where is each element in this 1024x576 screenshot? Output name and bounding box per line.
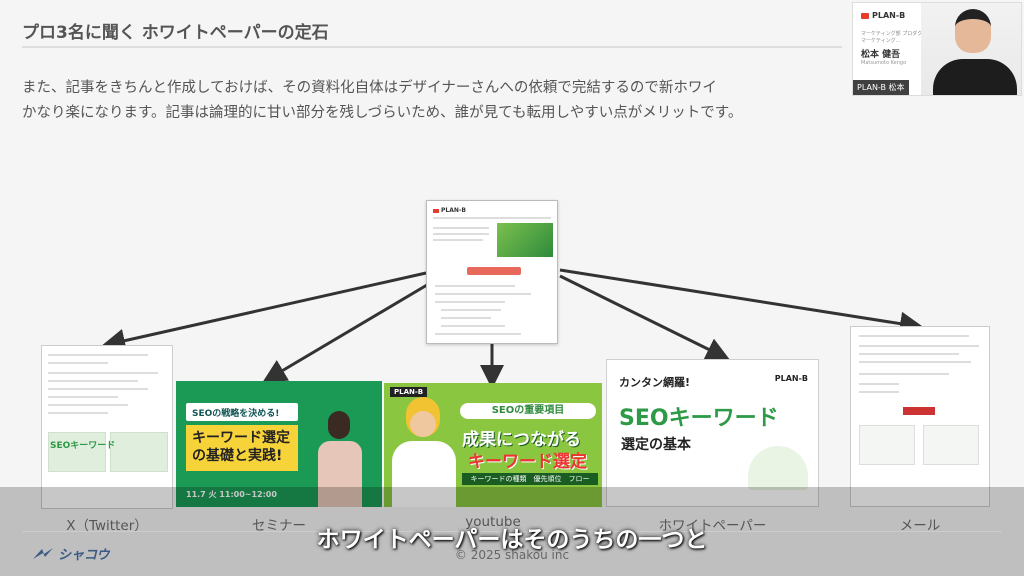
article-image	[497, 223, 553, 257]
youtube-presenter	[392, 397, 456, 507]
title-rule	[22, 46, 842, 48]
body-line-1: また、記事をきちんと作成しておけば、その資料化自体はデザイナーさんへの依頼で完結…	[22, 80, 717, 96]
doc-line	[433, 239, 483, 241]
youtube-title-1: 成果につながる	[462, 430, 581, 450]
post-thumbnail	[48, 432, 106, 472]
doc-line	[435, 333, 521, 335]
doc-line	[441, 309, 501, 311]
youtube-logo: PLAN-B	[390, 387, 428, 397]
arrow-to-twitter	[101, 271, 427, 353]
center-logo: PLAN-B	[433, 207, 466, 214]
speaker-name-en: Matsumoto Kengo	[861, 60, 907, 66]
body-line-2: かなり楽になります。記事は論理的に甘い部分を残しづらいため、誰が見ても転用しやす…	[22, 105, 743, 121]
footer-copyright: © 2025 shakou inc	[454, 548, 570, 562]
twitter-post-card: SEOキーワード	[41, 345, 173, 509]
center-logo-text: PLAN-B	[441, 207, 466, 214]
footer-logo-text: シャコウ	[58, 548, 110, 563]
post-line	[48, 354, 148, 356]
doc-line	[435, 285, 515, 287]
presenter-body	[392, 441, 456, 507]
post-line	[48, 412, 108, 414]
slide-body: また、記事をきちんと作成しておけば、その資料化自体はデザイナーさんへの依頼で完結…	[22, 76, 862, 126]
youtube-thumbnail: PLAN-B SEOの重要項目 成果につながる キーワード選定 キーワードの種類…	[384, 383, 602, 507]
label-whitepaper: ホワイトペーパー	[658, 518, 767, 534]
youtube-tag: SEOの重要項目	[460, 403, 596, 419]
doc-line	[433, 227, 489, 229]
speaker-logo-text: PLAN-B	[872, 11, 906, 20]
mail-line	[859, 353, 959, 355]
seminar-banner: SEOの戦略を決める! キーワード選定の基礎と実践! 11.7 火 11:00~…	[176, 381, 382, 507]
article-cta-button	[467, 267, 521, 275]
presenter-head	[328, 411, 350, 439]
mail-cta-button	[903, 407, 935, 415]
mail-thumbnail	[923, 425, 979, 465]
mail-line	[859, 345, 979, 347]
mail-newsletter-card	[850, 326, 990, 507]
speaker-logo: PLAN-B	[861, 11, 905, 20]
label-youtube: youtube	[465, 514, 521, 530]
youtube-title-2: キーワード選定	[468, 452, 587, 472]
doc-line	[441, 317, 491, 319]
doc-line	[433, 233, 489, 235]
seminar-presenter	[314, 411, 364, 507]
post-thumbnail	[110, 432, 168, 472]
mail-line	[859, 383, 899, 385]
footer-rule	[22, 531, 1002, 532]
post-line	[48, 372, 158, 374]
doc-line	[435, 301, 505, 303]
plan-b-logo-icon	[861, 12, 869, 19]
mail-thumbnail	[859, 425, 915, 465]
post-line	[48, 388, 148, 390]
presenter-body	[318, 441, 362, 507]
arrow-to-mail	[559, 268, 924, 336]
mail-line	[859, 391, 899, 393]
arrow-to-whitepaper	[559, 274, 731, 361]
label-twitter: X（Twitter）	[66, 518, 148, 534]
post-line	[48, 380, 138, 382]
mail-line	[859, 361, 971, 363]
presenter-face	[410, 411, 436, 437]
seminar-badge: SEOの戦略を決める!	[186, 403, 298, 421]
twitter-seo-text: SEOキーワード	[50, 441, 116, 451]
whitepaper-kicker: カンタン網羅!	[619, 376, 691, 389]
seminar-date: 11.7 火 11:00~12:00	[186, 490, 277, 499]
whitepaper-cover: カンタン網羅! PLAN-B SEOキーワード 選定の基本	[606, 359, 819, 507]
post-line	[48, 404, 128, 406]
doc-line	[435, 293, 531, 295]
speaker-role: マーケティング部 プロダクトマーケティング...	[861, 31, 928, 44]
mail-line	[859, 373, 949, 375]
video-subtitle: ホワイトペーパーはそのうちの一つと	[316, 527, 708, 553]
label-mail: メール	[899, 518, 941, 534]
slide-title: プロ3名に聞く ホワイトペーパーの定石	[22, 23, 329, 43]
whitepaper-title: SEOキーワード	[619, 406, 779, 431]
speaker-name: 松本 健吾	[861, 50, 901, 60]
doc-line	[441, 325, 505, 327]
youtube-chips: キーワードの種類 優先順位 フロー	[462, 473, 598, 485]
label-seminar: セミナー	[252, 518, 306, 534]
arrow-to-seminar	[262, 280, 433, 383]
speaker-body	[933, 59, 1017, 95]
plan-b-logo-icon	[433, 208, 439, 213]
doc-line	[433, 217, 551, 219]
speaker-person	[921, 3, 1021, 95]
whitepaper-illustration	[748, 446, 808, 490]
whitepaper-subtitle: 選定の基本	[621, 437, 691, 453]
speaker-video: PLAN-B マーケティング部 プロダクトマーケティング... 松本 健吾 Ma…	[852, 2, 1022, 96]
post-line	[48, 362, 108, 364]
speaker-head	[955, 9, 991, 53]
whitepaper-logo: PLAN-B	[774, 374, 808, 383]
seminar-main-text: キーワード選定の基礎と実践!	[186, 425, 298, 471]
post-line	[48, 396, 118, 398]
speaker-tag: PLAN-B 松本	[853, 80, 909, 95]
footer-logo: シャコウ	[32, 544, 109, 563]
mail-line	[859, 335, 969, 337]
center-article-doc: PLAN-B	[426, 200, 558, 344]
